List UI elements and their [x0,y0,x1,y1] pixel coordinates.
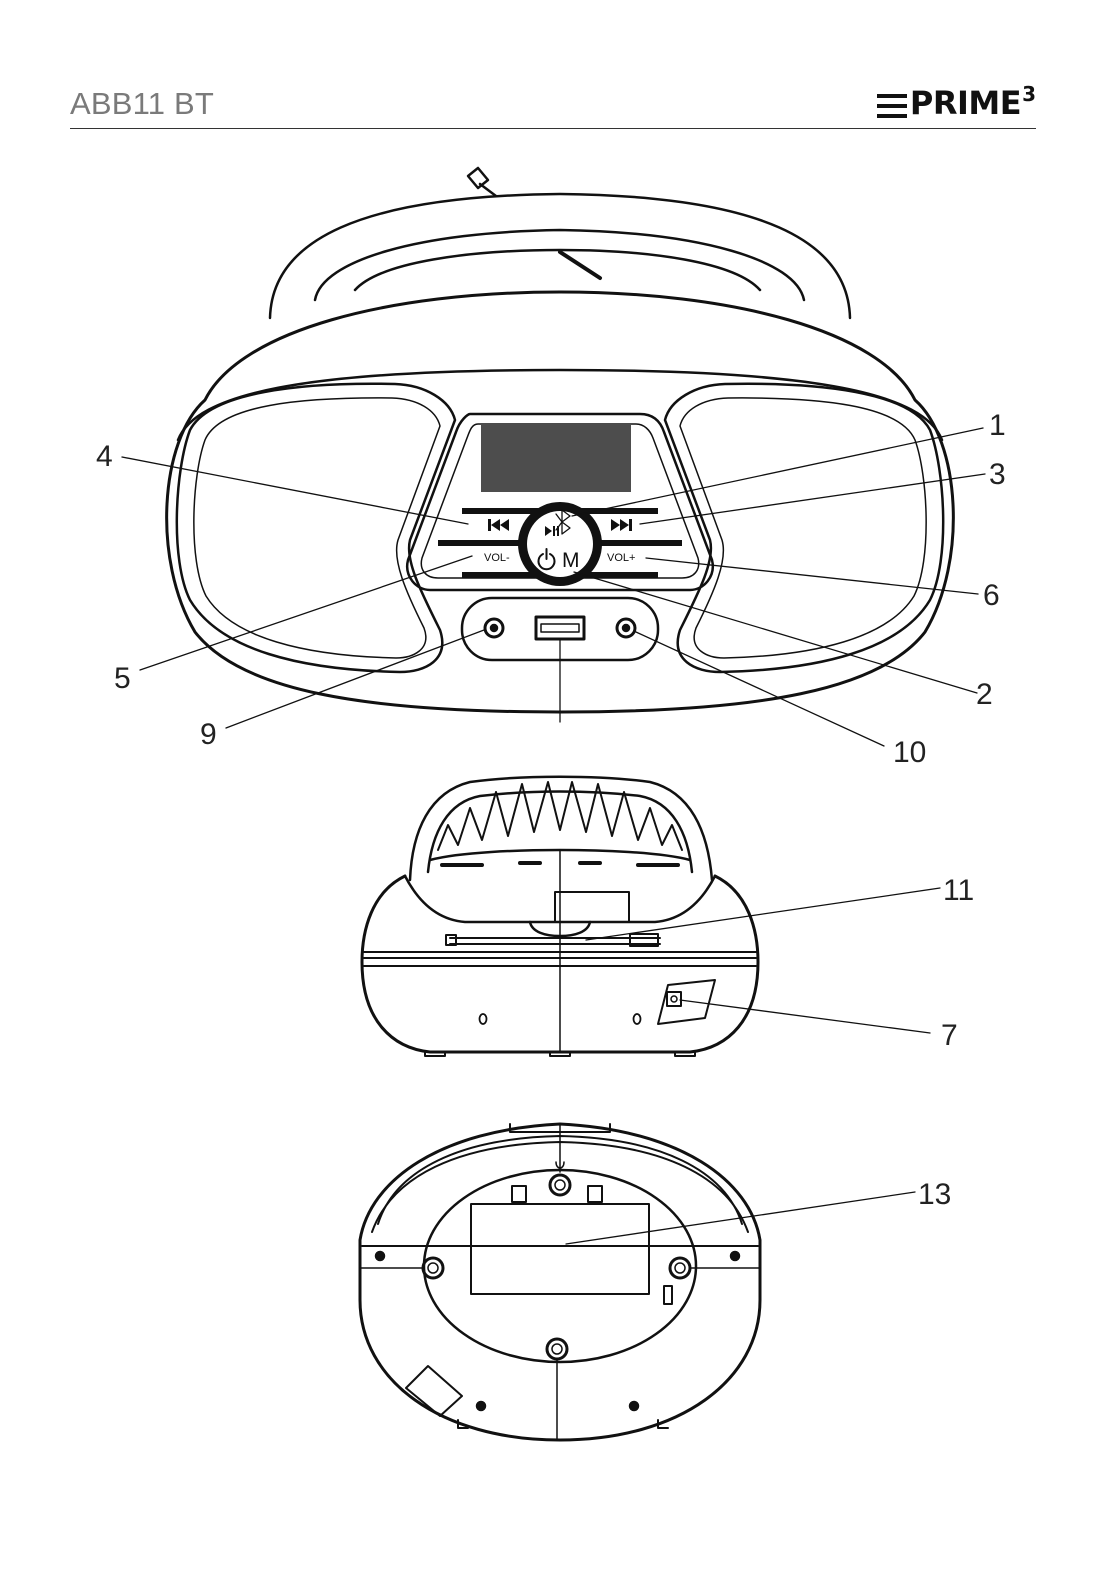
battery-cover[interactable] [471,1204,649,1294]
callout-6: 6 [983,579,1000,612]
callout-4: 4 [96,440,113,473]
front-view [167,168,954,712]
top-view [362,777,758,1056]
usb-port-icon[interactable] [536,617,584,639]
left-speaker [177,384,455,672]
battery-compartment [424,1170,696,1362]
next-track-icon[interactable] [611,519,632,531]
callout-1: 1 [989,409,1006,442]
callout-11: 11 [943,874,974,907]
bottom-view [360,1124,760,1440]
callout-13: 13 [918,1178,951,1211]
right-speaker [665,384,943,672]
callout-3: 3 [989,458,1006,491]
antenna [450,938,660,944]
vol-plus-label: VOL+ [607,552,635,564]
front-handle [270,194,850,318]
lcd-display [481,424,631,492]
callout-7: 7 [941,1019,958,1052]
antenna-tip [468,168,488,188]
callout-5: 5 [114,662,131,695]
callout-2: 2 [976,678,993,711]
callout-10: 10 [893,736,926,769]
mode-label: M [562,549,580,572]
callout-9: 9 [200,718,217,751]
previous-track-icon[interactable] [488,519,509,531]
vol-minus-label: VOL- [484,552,510,564]
